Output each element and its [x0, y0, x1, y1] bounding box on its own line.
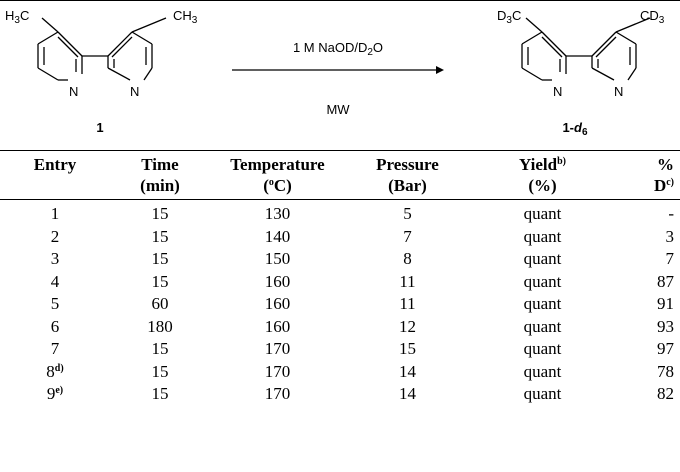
yield-cell: quant: [523, 339, 562, 358]
temperature-cell: 130: [264, 204, 291, 223]
entry-cell: 5: [50, 294, 60, 313]
header-pressure-unit: (Bar): [345, 175, 470, 200]
yield-cell: quant: [523, 271, 562, 291]
header-time: Time: [141, 155, 179, 174]
header-temperature: Temperature: [230, 155, 325, 174]
pressure-cell: 7: [403, 226, 412, 246]
yield-cell: quant: [523, 361, 562, 381]
entry-cell: 8d): [46, 361, 64, 381]
table-row: 6 180 160 12 quant 93: [0, 316, 680, 339]
deuteration-cell: 97: [657, 339, 674, 358]
header-deuteration-unit: Dc): [615, 175, 680, 200]
entry-cell: 9e): [46, 384, 64, 403]
temperature-cell: 160: [264, 294, 291, 313]
deuteration-cell: 91: [657, 294, 674, 313]
header-time-unit: (min): [110, 175, 210, 200]
deuteration-cell: 3: [665, 226, 675, 246]
deuteration-cell: 7: [665, 249, 675, 268]
temperature-cell: 170: [264, 361, 291, 381]
deuteration-cell: 87: [657, 271, 674, 291]
header-row-bottom: (min) (oC) (Bar) (%) Dc): [0, 175, 680, 200]
top-rule: [0, 0, 680, 1]
time-cell: 15: [151, 204, 169, 223]
header-row-top: Entry Time Temperature Pressure Yieldb) …: [0, 150, 680, 176]
temperature-cell: 170: [264, 339, 291, 358]
start-right-methyl-label: CH3: [173, 8, 198, 26]
pressure-cell: 15: [399, 339, 416, 358]
table-row: 2 15 140 7 quant 3: [0, 226, 680, 249]
reaction-scheme: H3C CH3 N N D3C CD3 N N 1 M NaOD/D2O MW …: [0, 0, 680, 150]
pressure-cell: 5: [403, 204, 412, 223]
reaction-arrow-head: [436, 66, 444, 74]
table-row: 4 15 160 11 quant 87: [0, 271, 680, 294]
time-cell: 60: [151, 294, 169, 313]
header-yield-unit: (%): [470, 175, 615, 200]
entry-cell: 1: [50, 204, 60, 223]
product-molecule: [521, 17, 651, 81]
temperature-cell: 140: [264, 226, 291, 246]
start-molecule: [37, 17, 167, 81]
reaction-scheme-drawing: [37, 17, 651, 81]
product-nitrogen-2: N: [614, 84, 624, 99]
reagent-label: 1 M NaOD/D2O: [292, 40, 384, 58]
deuteration-cell: 82: [657, 384, 674, 403]
pressure-cell: 14: [399, 384, 416, 403]
product-nitrogen-1: N: [553, 84, 563, 99]
yield-cell: quant: [523, 294, 562, 313]
table-row: 8d) 15 170 14 quant 78: [0, 361, 680, 384]
condition-label: MW: [326, 102, 350, 117]
header-pressure: Pressure: [376, 155, 439, 174]
entry-cell: 4: [50, 271, 60, 291]
temperature-cell: 170: [264, 384, 291, 403]
header-yield: Yieldb): [519, 155, 566, 174]
entry-cell: 3: [50, 249, 60, 268]
start-nitrogen-2: N: [130, 84, 140, 99]
header-deuteration: %: [657, 155, 674, 174]
pressure-cell: 11: [399, 271, 416, 291]
table-row: 7 15 170 15 quant 97: [0, 338, 680, 361]
pressure-cell: 14: [399, 361, 416, 381]
entry-cell: 6: [50, 316, 60, 336]
time-cell: 15: [151, 226, 169, 246]
yield-cell: quant: [523, 384, 562, 403]
table-row: 1 15 130 5 quant -: [0, 200, 680, 226]
pressure-cell: 11: [399, 294, 416, 313]
time-cell: 15: [151, 339, 169, 358]
table-row: 3 15 150 8 quant 7: [0, 248, 680, 271]
product-right-methyl-label: CD3: [640, 8, 665, 26]
pressure-cell: 8: [403, 249, 412, 268]
time-cell: 15: [151, 249, 169, 268]
pressure-cell: 12: [399, 316, 416, 336]
header-entry-unit: [0, 175, 110, 200]
deuteration-cell: 93: [657, 316, 674, 336]
table-row: 9e) 15 170 14 quant 82: [0, 383, 680, 406]
temperature-cell: 160: [264, 271, 291, 291]
entry-cell: 2: [50, 226, 60, 246]
time-cell: 15: [151, 384, 169, 403]
product-compound-number: 1-d6: [562, 120, 588, 138]
header-temperature-unit: (oC): [210, 175, 345, 200]
start-nitrogen-1: N: [69, 84, 79, 99]
temperature-cell: 150: [264, 249, 291, 268]
product-left-methyl-label: D3C: [497, 8, 522, 26]
yield-cell: quant: [523, 316, 562, 336]
table-row: 5 60 160 11 quant 91: [0, 293, 680, 316]
start-compound-number: 1: [96, 120, 104, 135]
time-cell: 15: [151, 361, 169, 381]
yield-cell: quant: [523, 226, 562, 246]
deuteration-cell: -: [668, 204, 674, 223]
yield-cell: quant: [523, 204, 562, 223]
time-cell: 15: [151, 271, 169, 291]
start-left-methyl-label: H3C: [5, 8, 30, 26]
temperature-cell: 160: [264, 316, 291, 336]
yield-cell: quant: [523, 249, 562, 268]
entry-cell: 7: [50, 339, 60, 358]
time-cell: 180: [147, 316, 173, 336]
header-entry: Entry: [33, 155, 77, 174]
deuteration-cell: 78: [657, 361, 674, 381]
results-table: Entry Time Temperature Pressure Yieldb) …: [0, 150, 680, 406]
